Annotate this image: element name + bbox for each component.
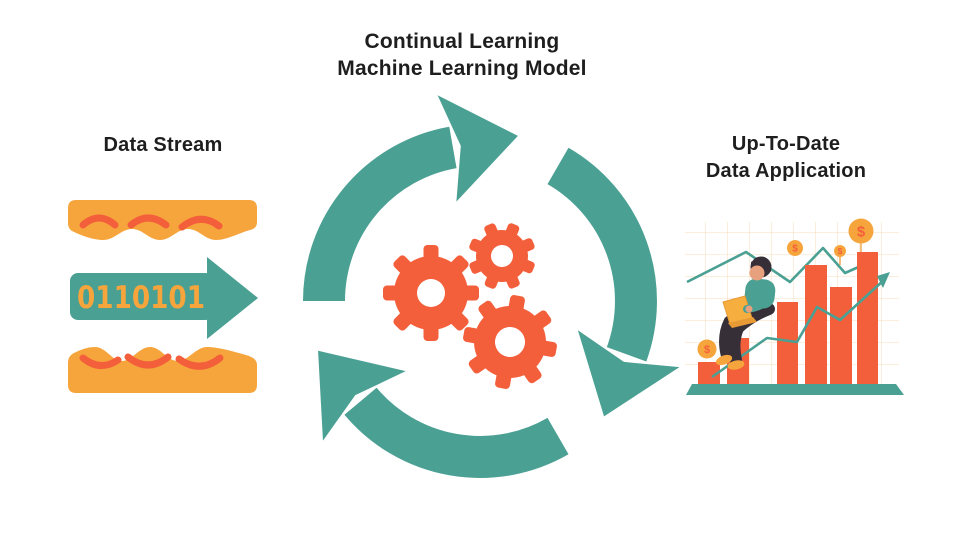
binary-text: 0110101 <box>77 280 205 316</box>
data-arcs-bottom <box>79 353 224 370</box>
person-face <box>749 265 765 281</box>
data-arcs-top <box>79 214 223 231</box>
svg-text:$: $ <box>704 344 710 356</box>
bar <box>777 302 798 384</box>
gear-left-icon <box>383 245 479 341</box>
chart-base-platform <box>686 384 904 395</box>
center-title-line1: Continual Learning <box>364 30 560 53</box>
coin-medium-icon: $ <box>787 240 803 256</box>
center-title-line2: Machine Learning Model <box>337 57 587 80</box>
bar-chart-bars <box>698 252 878 384</box>
coins: $ $ $ $ <box>697 218 874 359</box>
data-band-bottom-icon <box>68 347 257 393</box>
gear-small-icon <box>469 223 535 289</box>
person-hand <box>745 305 753 313</box>
svg-text:$: $ <box>838 247 843 256</box>
person-shoe <box>715 354 733 366</box>
bar <box>857 252 878 384</box>
laptop-icon <box>722 295 757 328</box>
coin-stems <box>839 243 862 265</box>
growth-chart-illustration: $ $ $ $ <box>685 218 904 395</box>
center-title: Continual Learning Machine Learning Mode… <box>282 28 642 82</box>
gears-icon <box>383 223 557 389</box>
coin-bottom-icon: $ <box>697 339 717 359</box>
person-hair-fringe <box>751 259 771 272</box>
bar <box>805 265 827 384</box>
data-stream-illustration: 0110101 <box>68 200 258 393</box>
up-to-date-label-line1: Up-To-Date <box>731 133 841 155</box>
svg-text:$: $ <box>857 223 866 240</box>
person-shoe <box>727 360 745 370</box>
continual-cycle-illustration <box>290 93 670 505</box>
svg-text:$: $ <box>792 244 798 255</box>
rising-arrow-icon <box>711 272 890 379</box>
data-stream-label: Data Stream <box>103 134 223 156</box>
up-to-date-label-line2: Data Application <box>705 160 867 182</box>
person-illustration <box>715 256 776 370</box>
up-to-date-label: Up-To-Date Data Application <box>686 131 886 185</box>
gear-large-icon <box>463 295 557 389</box>
coin-large-icon: $ <box>848 218 874 244</box>
bar <box>830 287 852 384</box>
coin-small-icon: $ <box>834 245 846 257</box>
binary-arrow-icon: 0110101 <box>70 257 258 339</box>
data-band-top-icon <box>68 200 257 240</box>
bar <box>698 362 720 384</box>
